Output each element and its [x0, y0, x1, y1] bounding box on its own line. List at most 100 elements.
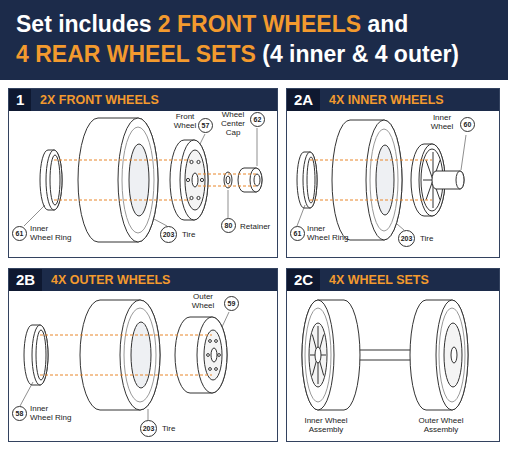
wheel-illustration — [24, 118, 468, 410]
inner-wheel-assembly — [302, 300, 360, 410]
inner-wheel-ring — [24, 325, 48, 385]
outer-wheel — [209, 368, 212, 371]
inner-wheel-assembly — [302, 300, 334, 410]
tire — [120, 300, 160, 410]
part-label: Tire — [182, 230, 195, 239]
inner-wheel-ring — [297, 152, 317, 208]
panel-heading: 2X FRONT WHEELS — [9, 89, 277, 111]
inner-wheel-assembly — [305, 308, 331, 402]
inner-wheel — [411, 144, 464, 216]
front-wheel — [197, 196, 200, 199]
tire — [366, 120, 402, 240]
wheel-center-cap — [238, 168, 262, 192]
front-wheel — [180, 140, 208, 220]
part-label: Wheel Center Cap — [218, 110, 248, 137]
part-label: Outer Wheel Assembly — [408, 416, 474, 434]
part-label: Retainer — [240, 222, 270, 231]
step-badge: 2A — [287, 89, 320, 111]
step-badge: 2B — [9, 269, 42, 291]
front-wheel — [197, 160, 200, 163]
inner-wheel — [456, 171, 464, 189]
part-label: Tire — [162, 424, 175, 433]
alignment-dashes — [54, 160, 256, 200]
tire — [129, 144, 149, 216]
step-badge: 1 — [9, 89, 31, 111]
inner-wheel-ring — [307, 157, 315, 203]
leader-lines — [24, 128, 257, 226]
outer-wheel — [211, 348, 217, 362]
tire — [118, 118, 158, 242]
outer-wheel — [207, 354, 210, 357]
tire — [376, 145, 394, 215]
front-wheel — [190, 196, 193, 199]
callout-number: 57 — [198, 118, 213, 133]
leader-lines — [297, 135, 466, 230]
part-label: Outer Wheel — [188, 292, 218, 310]
front-wheel — [170, 140, 208, 220]
inner-wheel-ring — [40, 150, 62, 210]
step-badge: 2C — [287, 269, 320, 291]
step-number: 2B — [9, 269, 42, 291]
front-wheel — [190, 160, 193, 163]
callout-number: 62 — [250, 112, 265, 127]
outer-wheel-assembly — [410, 300, 468, 410]
front-wheel — [192, 173, 198, 187]
outer-wheel-assembly — [451, 347, 457, 363]
inner-wheel-ring — [40, 150, 62, 210]
part-label: Tire — [420, 234, 433, 243]
leader-lines — [20, 312, 229, 420]
callout-number: 203 — [398, 230, 415, 247]
line-spacer — [411, 9, 496, 35]
inner-wheel-assembly — [302, 300, 360, 410]
front-wheel — [170, 140, 208, 220]
outer-wheel-assembly — [436, 300, 468, 410]
callout-number: 58 — [12, 406, 27, 421]
part-label: Inner Wheel — [428, 113, 456, 131]
wheel-center-cap — [250, 168, 262, 192]
outer-wheel — [197, 317, 227, 393]
tire — [370, 129, 398, 231]
callout-number: 59 — [224, 296, 239, 311]
outer-wheel — [175, 317, 227, 393]
inner-wheel-ring — [32, 325, 48, 385]
inner-wheel-ring — [36, 330, 46, 380]
step-number: 1 — [9, 89, 31, 111]
part-label: Inner Wheel Ring — [30, 404, 72, 422]
inner-wheel-ring — [24, 325, 48, 385]
part-label: Inner Wheel Ring — [307, 224, 349, 242]
tire — [124, 308, 156, 402]
callout-number: 80 — [221, 218, 236, 233]
outer-wheel — [175, 317, 227, 393]
tire — [78, 118, 158, 242]
callout-number: 61 — [12, 226, 27, 241]
callout-number: 61 — [290, 226, 305, 241]
wheel-center-cap — [238, 168, 262, 192]
inner-wheel-assembly — [309, 323, 327, 387]
front-wheel — [185, 150, 205, 210]
outer-wheel — [204, 330, 222, 380]
outer-wheel — [209, 340, 212, 343]
tire — [80, 300, 160, 410]
part-label: Inner Wheel Assembly — [294, 416, 358, 434]
callout-number: 203 — [160, 226, 177, 243]
tire — [131, 322, 151, 388]
outer-wheel — [215, 340, 218, 343]
inner-wheel — [432, 171, 464, 189]
callout-number: 60 — [460, 117, 475, 132]
alignment-dashes — [310, 160, 432, 200]
front-wheel — [200, 178, 203, 181]
callout-number: 203 — [140, 420, 157, 437]
part-label: Inner Wheel Ring — [30, 224, 72, 242]
tire — [122, 127, 154, 233]
part-label: Front Wheel — [170, 112, 200, 130]
tire — [80, 300, 160, 410]
inner-wheel-assembly — [310, 326, 326, 384]
wheel-center-cap — [254, 174, 260, 186]
alignment-dashes — [40, 335, 212, 375]
outer-wheel-assembly — [410, 300, 468, 410]
step-number: 2A — [287, 89, 320, 111]
inner-wheel-ring — [50, 155, 60, 205]
outer-wheel — [218, 354, 221, 357]
inner-wheel-assembly — [315, 347, 321, 363]
outer-wheel-assembly — [439, 308, 465, 402]
